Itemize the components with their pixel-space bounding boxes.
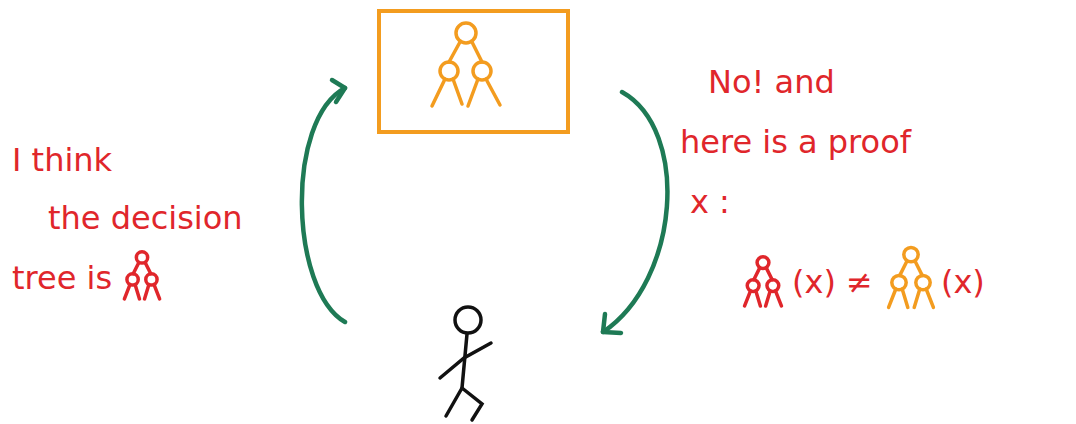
stick-figure [440, 307, 491, 420]
handwritten-note: here is a proof [680, 122, 911, 162]
formula-text: (x) ≠ [792, 262, 873, 302]
formula-text: (x) [941, 262, 985, 302]
oracle-box [379, 11, 568, 132]
counterexample-arrow [603, 92, 667, 333]
handwritten-note: the decision [48, 198, 243, 238]
hypothesis-tree [740, 252, 786, 310]
handwritten-note: No! and [708, 62, 835, 102]
handwritten-note: I think [12, 140, 112, 180]
handwritten-note: x : [690, 182, 730, 222]
target-tree [432, 23, 500, 106]
hypothesis-tree [120, 246, 164, 304]
handwritten-note: tree is [12, 258, 112, 298]
target-tree [883, 244, 939, 310]
query-arrow [302, 80, 345, 322]
